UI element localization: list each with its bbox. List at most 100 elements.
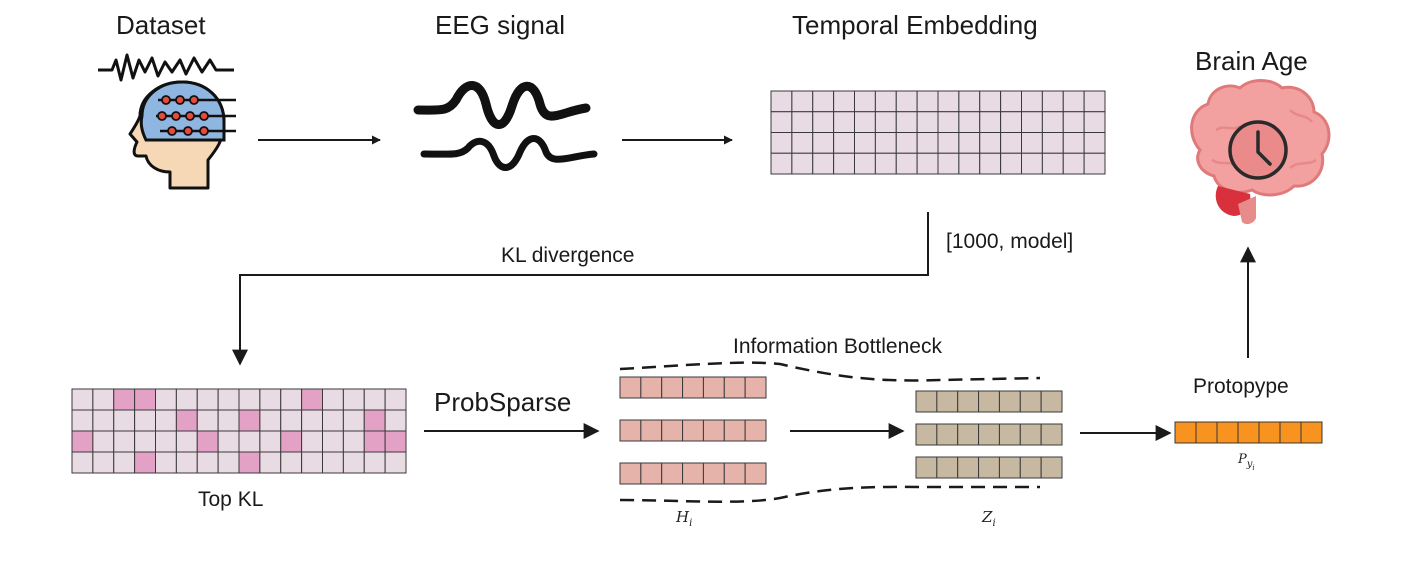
- vector-cell: [744, 462, 767, 485]
- grid-cell: [259, 430, 282, 453]
- grid-cell: [874, 152, 897, 175]
- grid-cell: [259, 409, 282, 432]
- vector-cell: [936, 423, 959, 446]
- grid-cell: [342, 430, 365, 453]
- vector-cell: [1040, 390, 1063, 413]
- vector-cell: [998, 423, 1021, 446]
- vector-cell: [744, 419, 767, 442]
- grid-cell: [217, 430, 240, 453]
- grid-cell: [937, 111, 960, 133]
- grid-cell: [895, 152, 918, 175]
- vector-cell: [957, 456, 980, 479]
- grid-cell-highlighted: [113, 388, 136, 411]
- grid-cell: [854, 111, 876, 133]
- grid-cell: [979, 132, 1002, 154]
- brain-clock-icon: [1190, 79, 1331, 225]
- shape-label: [1000, model]: [946, 230, 1074, 253]
- vector-cell: [702, 419, 725, 442]
- grid-cell: [833, 132, 855, 154]
- vector-cell: [1019, 390, 1042, 413]
- p-subscript: yi: [1247, 459, 1255, 472]
- z-vectors: [915, 390, 1063, 479]
- grid-cell: [791, 132, 814, 154]
- vector-cell: [1300, 421, 1323, 444]
- grid-cell: [363, 388, 386, 411]
- vector-cell: [1174, 421, 1197, 444]
- information-bottleneck-label: Information Bottleneck: [733, 335, 942, 358]
- vector-cell: [619, 419, 642, 442]
- grid-cell-highlighted: [301, 388, 323, 411]
- h-i-math-label: Hi: [676, 508, 692, 529]
- grid-cell: [196, 451, 219, 474]
- grid-cell: [1021, 152, 1043, 175]
- grid-cell: [979, 111, 1002, 133]
- grid-cell: [113, 451, 136, 474]
- grid-cell: [155, 388, 177, 411]
- grid-cell: [854, 132, 876, 154]
- p-yi-math-label: Pyi: [1238, 452, 1255, 472]
- grid-cell: [71, 388, 94, 411]
- z-subscript: i: [992, 518, 996, 529]
- grid-cell-highlighted: [238, 409, 261, 432]
- vector-cell: [682, 376, 704, 399]
- grid-cell: [854, 90, 876, 113]
- grid-cell-highlighted: [363, 409, 386, 432]
- grid-cell: [874, 90, 897, 113]
- grid-cell: [916, 90, 939, 113]
- grid-cell: [92, 409, 115, 432]
- grid-cell: [812, 111, 835, 133]
- vector-cell: [915, 423, 938, 446]
- bottleneck-top-curve: [619, 361, 1041, 382]
- grid-cell: [958, 132, 981, 154]
- grid-cell: [175, 451, 198, 474]
- grid-cell: [384, 451, 407, 474]
- grid-cell-highlighted: [384, 430, 407, 453]
- vector-cell: [957, 390, 980, 413]
- grid-cell: [812, 90, 835, 113]
- grid-cell: [1041, 152, 1064, 175]
- vector-cell: [682, 419, 704, 442]
- grid-cell: [770, 111, 793, 133]
- grid-cell: [196, 388, 219, 411]
- grid-cell: [175, 388, 198, 411]
- grid-cell-highlighted: [134, 388, 156, 411]
- grid-cell: [238, 430, 261, 453]
- vector-cell: [723, 462, 746, 485]
- grid-cell: [217, 388, 240, 411]
- vector-cell: [978, 390, 1000, 413]
- grid-cell: [916, 152, 939, 175]
- grid-cell: [791, 152, 814, 175]
- grid-cell: [322, 430, 344, 453]
- dataset-label: Dataset: [116, 10, 206, 40]
- brain-age-label: Brain Age: [1195, 46, 1308, 76]
- grid-cell: [979, 90, 1002, 113]
- grid-cell-highlighted: [196, 430, 219, 453]
- temporal-embedding-label: Temporal Embedding: [792, 10, 1038, 40]
- grid-cell: [1000, 90, 1022, 113]
- grid-cell: [384, 388, 407, 411]
- grid-cell: [342, 451, 365, 474]
- vector-cell: [957, 423, 980, 446]
- p-base: P: [1238, 452, 1247, 467]
- grid-cell: [71, 409, 94, 432]
- grid-cell: [937, 132, 960, 154]
- grid-cell-highlighted: [280, 430, 303, 453]
- grid-cell: [301, 430, 323, 453]
- vector-cell: [978, 456, 1000, 479]
- vector-cell: [619, 376, 642, 399]
- grid-cell: [259, 388, 282, 411]
- grid-cell: [874, 132, 897, 154]
- grid-cell: [1083, 152, 1106, 175]
- grid-cell: [134, 409, 156, 432]
- grid-cell: [280, 409, 303, 432]
- grid-cell: [1041, 111, 1064, 133]
- grid-cell: [363, 451, 386, 474]
- vector-cell: [640, 376, 663, 399]
- grid-cell: [155, 451, 177, 474]
- temporal-embedding-grid: [770, 90, 1106, 175]
- h-vectors: [619, 376, 767, 485]
- grid-cell: [1021, 111, 1043, 133]
- grid-cell: [1000, 111, 1022, 133]
- grid-cell: [1000, 132, 1022, 154]
